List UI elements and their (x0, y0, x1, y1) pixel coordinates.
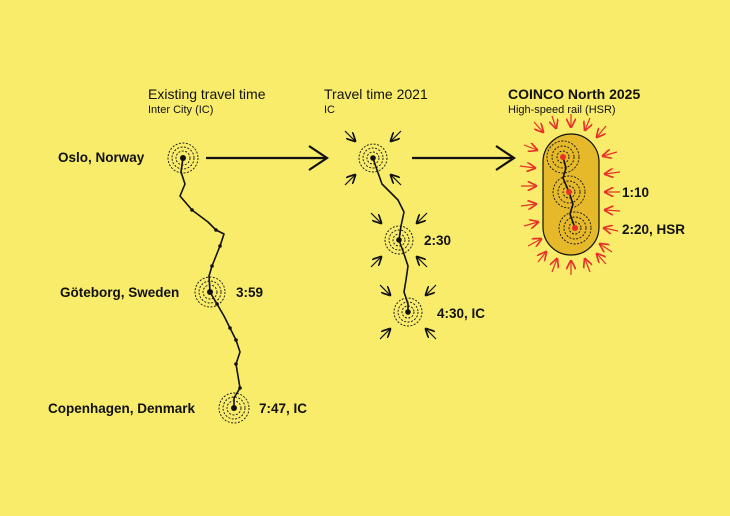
existing-goteborg-node (194, 276, 226, 308)
city-copenhagen-label: Copenhagen, Denmark (48, 401, 196, 416)
hsr-copenhagen-time: 2:20, HSR (622, 222, 685, 237)
hsr-station-dots (560, 154, 578, 231)
col3-subtitle: High-speed rail (HSR) (508, 104, 616, 116)
existing-goteborg-time: 3:59 (236, 285, 263, 300)
existing-route (179, 157, 242, 408)
hsr-pressure-arrows (519, 114, 621, 275)
col3-title: COINCO North 2025 (508, 86, 640, 102)
ic2021-route (372, 157, 409, 312)
col1-subtitle: Inter City (IC) (148, 104, 213, 116)
arrow-existing-to-2021 (206, 145, 329, 171)
city-goteborg-label: Göteborg, Sweden (60, 285, 179, 300)
col2-title: Travel time 2021 (324, 86, 428, 102)
existing-oslo-node (167, 142, 199, 174)
city-oslo-label: Oslo, Norway (58, 150, 145, 165)
existing-copenhagen-node (218, 392, 250, 424)
hsr-pill (542, 133, 600, 256)
existing-copenhagen-time: 7:47, IC (259, 401, 307, 416)
arrow-2021-to-2025 (412, 145, 516, 171)
hsr-goteborg-time: 1:10 (622, 185, 649, 200)
col1-title: Existing travel time (148, 86, 266, 102)
ic2021-goteborg-time: 2:30 (424, 233, 451, 248)
ic2021-copenhagen-time: 4:30, IC (437, 306, 485, 321)
ic2021-copenhagen-node (379, 284, 437, 340)
col2-subtitle: IC (324, 104, 335, 116)
hsr-nodes (546, 140, 592, 245)
ic2021-oslo-node (344, 130, 402, 186)
ic2021-goteborg-node (370, 212, 428, 268)
